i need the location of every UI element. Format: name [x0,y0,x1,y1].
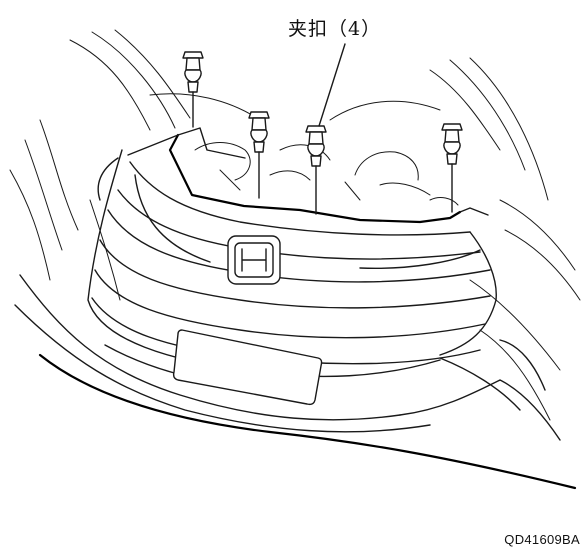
callout-leader-line [318,43,346,127]
clip-icon [441,123,463,213]
license-plate-area [172,329,323,406]
clip-icon [182,51,204,128]
front-grille [87,149,497,373]
grille-upper-molding [97,127,489,224]
clip-callout-label: 夹扣（4） [288,18,382,40]
emblem-icon [227,235,281,285]
clip-icon [248,111,270,199]
front-bumper [14,274,577,490]
figure-code: QD41609BA [504,532,580,547]
clip-icon [305,125,327,215]
